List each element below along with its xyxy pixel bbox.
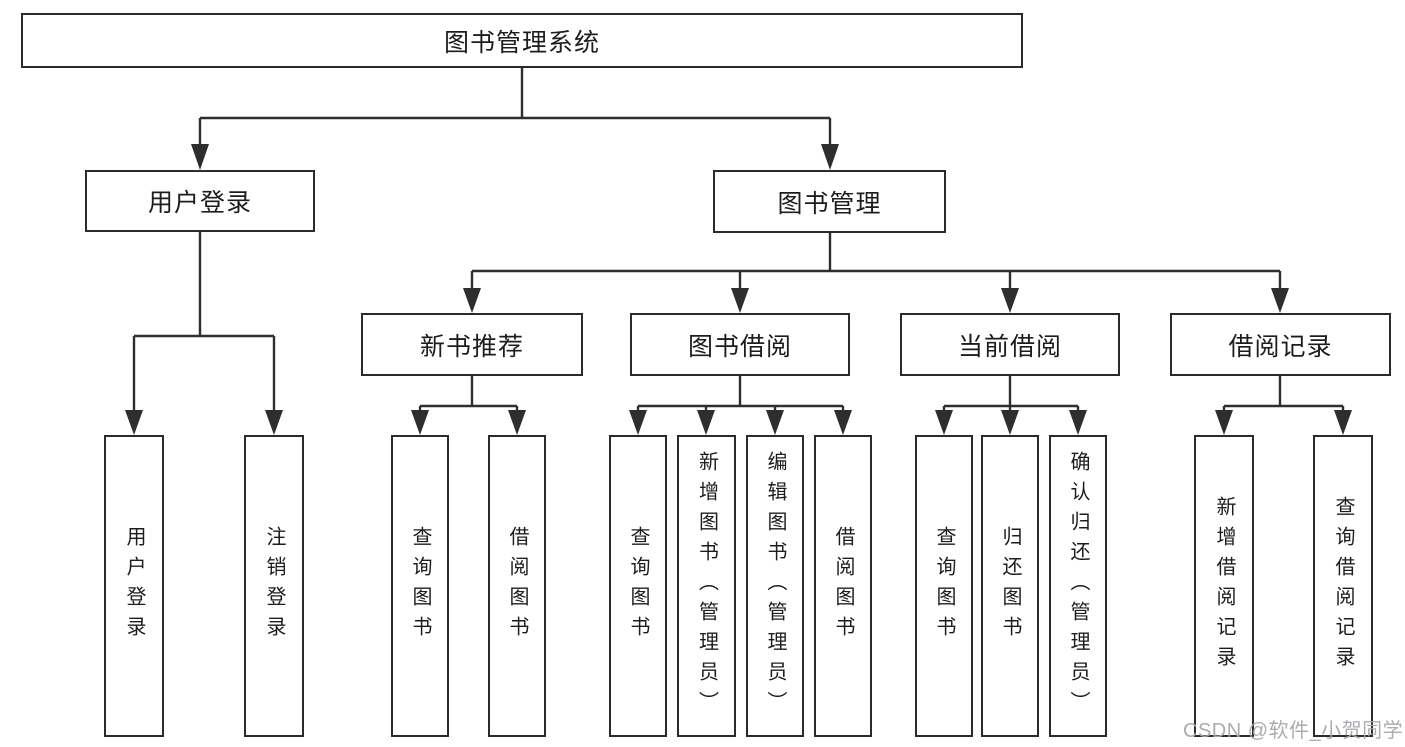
- leaf-borrow-books-1-label: 借阅图书: [506, 526, 528, 646]
- node-book-management: 图书管理: [713, 170, 946, 233]
- node-book-borrowing-label: 图书借阅: [687, 332, 792, 361]
- node-system-root: 图书管理系统: [21, 13, 1023, 68]
- node-current-borrowing-label: 当前借阅: [957, 332, 1062, 361]
- leaf-confirm-return-admin-label: 确认归还（管理员）: [1067, 451, 1089, 721]
- node-new-book-recommend: 新书推荐: [361, 313, 583, 376]
- leaf-query-books-3-label: 查询图书: [933, 526, 955, 646]
- leaf-query-books-1: 查询图书: [391, 435, 449, 737]
- leaf-query-books-2: 查询图书: [609, 435, 667, 737]
- node-user-login: 用户登录: [85, 170, 315, 232]
- leaf-edit-books-admin-label: 编辑图书（管理员）: [764, 451, 786, 721]
- node-new-book-recommend-label: 新书推荐: [419, 332, 524, 361]
- leaf-add-borrow-record: 新增借阅记录: [1194, 435, 1254, 737]
- leaf-user-login: 用户登录: [104, 435, 164, 737]
- leaf-query-books-3: 查询图书: [915, 435, 973, 737]
- leaf-add-books-admin: 新增图书（管理员）: [677, 435, 736, 737]
- node-borrow-records-label: 借阅记录: [1228, 332, 1333, 361]
- leaf-confirm-return-admin: 确认归还（管理员）: [1049, 435, 1107, 737]
- leaf-borrow-books-2: 借阅图书: [814, 435, 872, 737]
- node-book-management-label: 图书管理: [777, 189, 882, 218]
- leaf-query-books-2-label: 查询图书: [627, 526, 649, 646]
- leaf-return-books: 归还图书: [981, 435, 1039, 737]
- leaf-query-books-1-label: 查询图书: [409, 526, 431, 646]
- node-current-borrowing: 当前借阅: [900, 313, 1120, 376]
- leaf-add-borrow-record-label: 新增借阅记录: [1213, 496, 1235, 676]
- leaf-query-borrow-record: 查询借阅记录: [1313, 435, 1373, 737]
- leaf-logout: 注销登录: [244, 435, 304, 737]
- leaf-logout-label: 注销登录: [263, 526, 285, 646]
- leaf-edit-books-admin: 编辑图书（管理员）: [746, 435, 804, 737]
- watermark: CSDN @软件_小贺同学: [1183, 720, 1404, 742]
- node-user-login-label: 用户登录: [147, 189, 252, 217]
- leaf-add-books-admin-label: 新增图书（管理员）: [695, 451, 718, 721]
- node-book-borrowing: 图书借阅: [630, 313, 850, 376]
- node-borrow-records: 借阅记录: [1170, 313, 1391, 376]
- leaf-borrow-books-2-label: 借阅图书: [832, 526, 854, 646]
- leaf-borrow-books-1: 借阅图书: [488, 435, 546, 737]
- leaf-return-books-label: 归还图书: [999, 526, 1021, 646]
- leaf-query-borrow-record-label: 查询借阅记录: [1332, 496, 1354, 676]
- node-system-root-label: 图书管理系统: [443, 28, 600, 57]
- leaf-user-login-label: 用户登录: [123, 526, 145, 646]
